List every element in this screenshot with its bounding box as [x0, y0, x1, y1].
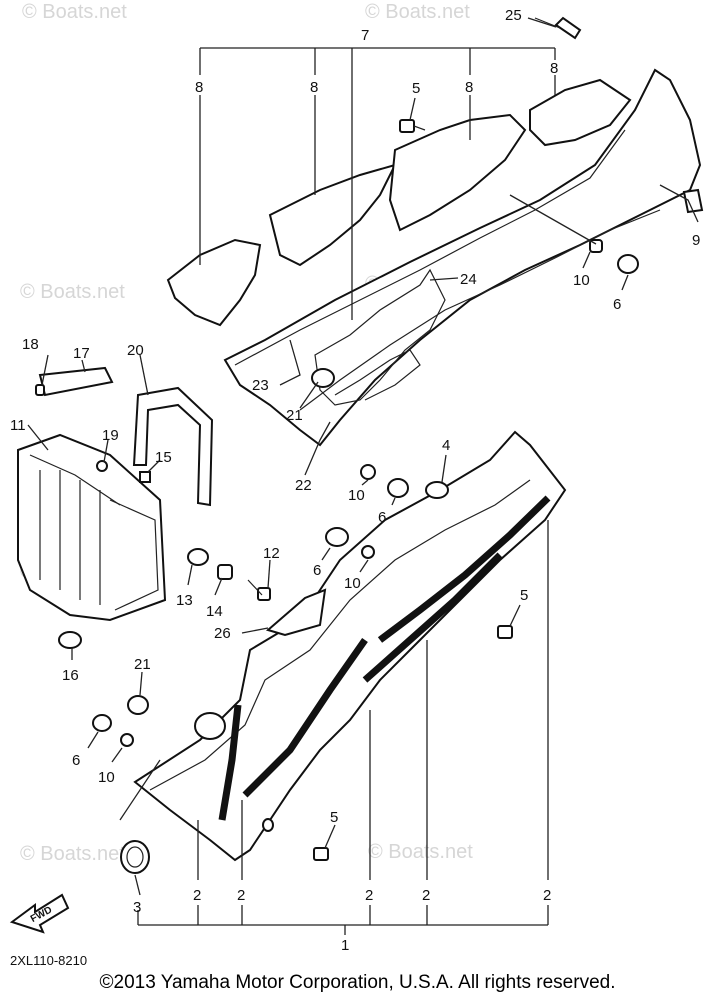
callout-2: 2 — [193, 887, 201, 904]
callout-3: 3 — [133, 899, 141, 916]
fwd-arrow-icon: FWD — [9, 893, 70, 934]
callout-5: 5 — [412, 80, 420, 97]
copyright-notice: ©2013 Yamaha Motor Corporation, U.S.A. A… — [99, 972, 616, 993]
callout-2: 2 — [422, 887, 430, 904]
callout-19: 19 — [102, 427, 119, 444]
callout-16: 16 — [62, 667, 79, 684]
callout-12: 12 — [263, 545, 280, 562]
callout-26: 26 — [214, 625, 231, 642]
watermark: © Boats.net — [365, 1, 470, 23]
callout-17: 17 — [73, 345, 90, 362]
battery-area-parts — [17, 366, 233, 649]
watermark: © Boats.net — [22, 1, 127, 23]
callout-25: 25 — [505, 7, 522, 24]
callout-20: 20 — [127, 342, 144, 359]
callout-6: 6 — [378, 509, 386, 526]
callout-6: 6 — [72, 752, 80, 769]
callout-24: 24 — [460, 271, 477, 288]
callout-10: 10 — [98, 769, 115, 786]
callout-7: 7 — [361, 27, 369, 44]
callout-2: 2 — [365, 887, 373, 904]
callout-5: 5 — [520, 587, 528, 604]
callout-8: 8 — [550, 60, 558, 77]
callout-6: 6 — [313, 562, 321, 579]
watermark: © Boats.net — [368, 841, 473, 863]
callout-2: 2 — [237, 887, 245, 904]
callout-11: 11 — [10, 417, 26, 434]
callout-labels: 25 7 8 8 8 8 5 9 10 6 24 18 17 20 11 19 … — [10, 7, 700, 954]
callout-8: 8 — [310, 79, 318, 96]
callout-21: 21 — [134, 656, 151, 673]
callout-8: 8 — [195, 79, 203, 96]
upper-decals — [166, 78, 632, 327]
callout-10: 10 — [573, 272, 590, 289]
callout-8: 8 — [465, 79, 473, 96]
callout-2: 2 — [543, 887, 551, 904]
callout-5: 5 — [330, 809, 338, 826]
callout-15: 15 — [155, 449, 172, 466]
callout-14: 14 — [206, 603, 223, 620]
callout-10: 10 — [348, 487, 365, 504]
lower-side-cover — [133, 430, 567, 862]
callout-4: 4 — [442, 437, 450, 454]
diagram-code: 2XL110-8210 — [10, 953, 87, 968]
callout-6: 6 — [613, 296, 621, 313]
callout-1: 1 — [341, 937, 349, 954]
callout-10: 10 — [344, 575, 361, 592]
leader-lines — [27, 17, 699, 935]
callout-23: 23 — [252, 377, 269, 394]
lower-small-parts — [92, 464, 513, 874]
watermark: © Boats.net — [20, 281, 125, 303]
callout-18: 18 — [22, 336, 39, 353]
callout-9: 9 — [692, 232, 700, 249]
callout-22: 22 — [295, 477, 312, 494]
watermark: © Boats.net — [20, 843, 125, 865]
callout-13: 13 — [176, 592, 193, 609]
callout-21: 21 — [286, 407, 303, 424]
